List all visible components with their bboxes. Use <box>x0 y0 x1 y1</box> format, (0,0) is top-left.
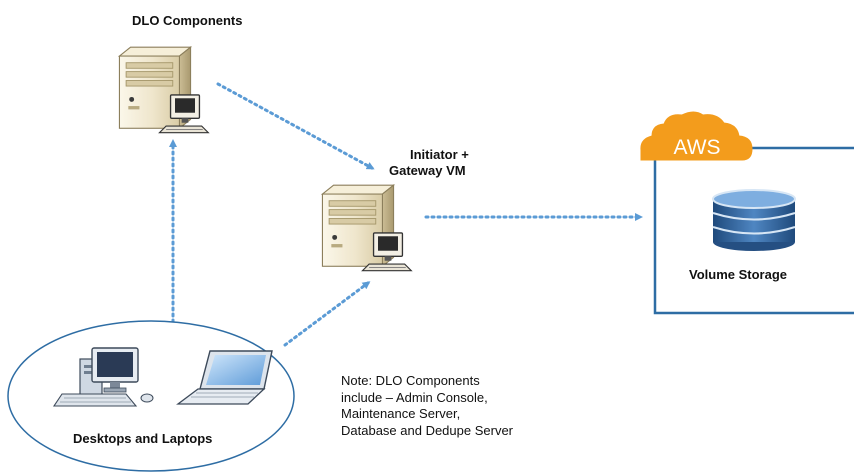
server-tower-icon <box>118 46 210 134</box>
note-line: Maintenance Server, <box>341 406 461 421</box>
gateway-node: Initiator + Gateway VM <box>321 147 469 272</box>
volume-storage-label: Volume Storage <box>689 267 787 282</box>
aws-cloud-badge: AWS <box>640 111 753 161</box>
arrow-clients-to-gateway <box>283 281 371 347</box>
note-line: include – Admin Console, <box>341 389 488 405</box>
aws-region: AWS Volume Storage <box>640 111 854 315</box>
laptop-icon <box>176 350 273 405</box>
aws-badge-text: AWS <box>673 136 720 159</box>
note-line: Note: DLO Components <box>341 373 480 388</box>
gateway-label-line1: Initiator + <box>410 147 469 162</box>
clients-label: Desktops and Laptops <box>73 431 212 446</box>
dlo-components-node: DLO Components <box>118 13 243 134</box>
note-text: Note: DLO Components include – Admin Con… <box>341 373 641 439</box>
note-line: Database and Dedupe Server <box>341 422 514 438</box>
database-icon <box>712 189 796 251</box>
dlo-components-label: DLO Components <box>132 13 243 28</box>
desktop-computer-icon <box>52 347 154 407</box>
server-tower-icon <box>321 184 413 272</box>
arrow-dlo-to-gateway <box>216 82 375 170</box>
gateway-label-line2: Gateway VM <box>389 163 466 178</box>
clients-node: Desktops and Laptops <box>7 320 295 472</box>
